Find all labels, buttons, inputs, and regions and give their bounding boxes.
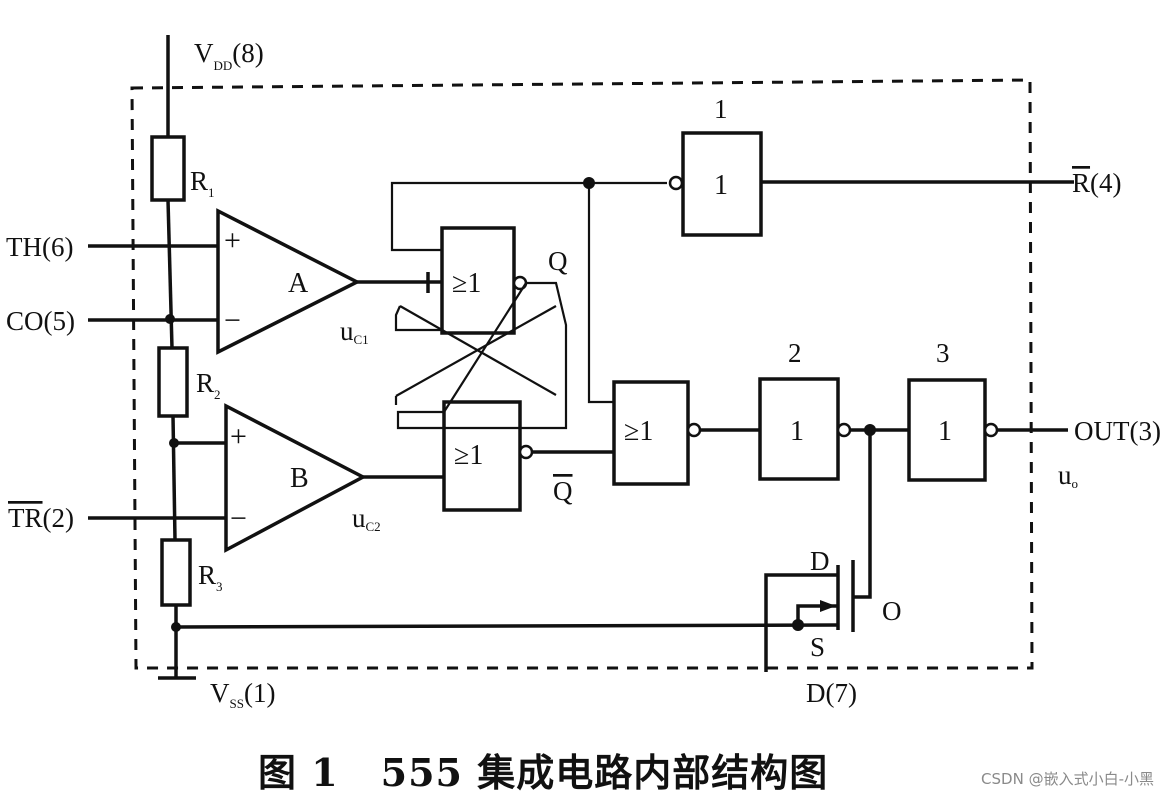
latch-top-symbol: ≥1 <box>452 268 481 299</box>
comparator-a-plus: + <box>224 224 241 257</box>
or-main-symbol: ≥1 <box>624 416 653 447</box>
comparator-b-label: B <box>290 463 309 494</box>
divider-wire <box>166 199 174 349</box>
comparator-a-minus: − <box>224 304 241 337</box>
comparator-a <box>216 208 361 355</box>
qbar-label: Q <box>553 476 573 506</box>
latch-nor-bottom <box>442 400 522 512</box>
not-gate-1 <box>681 131 763 237</box>
gate2-number: 2 <box>788 338 802 368</box>
r3-label: R3 <box>198 560 223 594</box>
gate-drive-wire <box>853 430 872 599</box>
comparator-b-minus: − <box>230 502 247 535</box>
resistor-r1 <box>150 135 186 202</box>
uo-label: uo <box>1058 460 1078 491</box>
vdd-label: VDD(8) <box>194 38 264 73</box>
r1-label: R1 <box>190 166 215 200</box>
co-label: CO(5) <box>6 306 75 336</box>
out-label: OUT(3) <box>1074 416 1161 446</box>
gate3-inversion <box>983 422 999 438</box>
or-gate-main <box>612 380 690 486</box>
figure-title: 555 集成电路内部结构图 <box>380 750 829 795</box>
gate2-symbol: 1 <box>790 416 804 447</box>
comparator-a-label: A <box>288 268 309 299</box>
divider-wire <box>171 415 177 541</box>
latch-nor-top <box>440 226 516 335</box>
gate1-number: 1 <box>714 94 728 124</box>
figure-number: 图 1 <box>258 750 339 795</box>
watermark: CSDN @嵌入式小白-小黑 <box>981 770 1154 788</box>
vss-label: VSS(1) <box>210 678 275 711</box>
uc2-label: uC2 <box>352 503 381 534</box>
reset-to-or-wire <box>587 183 614 404</box>
discharge-label: D(7) <box>806 678 857 708</box>
gate3-number: 3 <box>936 338 950 368</box>
ground-rail <box>175 623 839 629</box>
gate1-symbol: 1 <box>714 170 728 201</box>
comparator-b-plus: + <box>230 420 247 453</box>
chip-boundary <box>130 78 1034 670</box>
transistor-s-label: S <box>810 632 825 662</box>
r2-label: R2 <box>196 368 221 402</box>
or-inversion <box>686 422 702 438</box>
transistor-o-label: O <box>882 596 902 626</box>
transistor-d-label: D <box>810 546 830 576</box>
channel-arrow <box>820 600 836 612</box>
cross-wire-2 <box>395 305 557 397</box>
resistor-r2 <box>157 346 189 418</box>
figure-caption: 图 1 555 集成电路内部结构图 <box>258 742 828 797</box>
resistor-r3 <box>160 538 192 607</box>
uc1-label: uC1 <box>340 316 369 347</box>
gate2-inversion <box>836 422 852 438</box>
th-label: TH(6) <box>6 232 73 262</box>
gate1-inversion <box>668 175 684 191</box>
not-gate-3 <box>907 378 987 482</box>
top-latch-input <box>394 305 442 332</box>
not-gate-2 <box>758 377 840 481</box>
reset-wire <box>390 181 667 252</box>
r-pin-label: R(4) <box>1072 168 1122 198</box>
q-label: Q <box>548 246 568 276</box>
comparator-b <box>224 403 367 553</box>
gate3-symbol: 1 <box>938 416 952 447</box>
drain-wire <box>764 573 838 672</box>
latch-bottom-inversion <box>518 444 534 460</box>
latch-bottom-symbol: ≥1 <box>454 440 483 471</box>
tr-label: TR(2) <box>8 503 74 533</box>
q-feedback-wire <box>396 281 568 430</box>
